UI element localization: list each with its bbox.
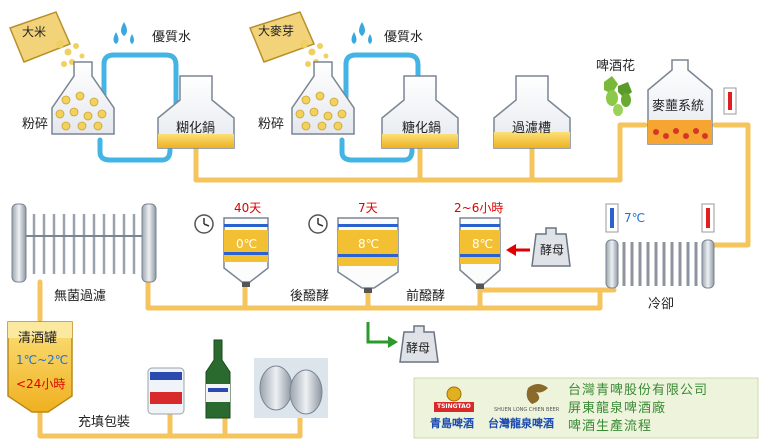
water-drops-icon: [351, 22, 372, 44]
post-days-label: 40天: [234, 201, 262, 215]
sugar-pot: [381, 75, 459, 149]
arrow-icon: [366, 322, 398, 348]
post-ferment-tank-2: [337, 217, 399, 293]
pitch-temp-label: 8℃: [472, 237, 494, 251]
clock-icon: [194, 214, 214, 234]
company-name: 台灣青啤股份有限公司: [568, 383, 709, 398]
hops-icon: [604, 76, 632, 116]
beer-bottle-icon: [205, 339, 231, 419]
post-ferment-tank-1: [223, 217, 269, 287]
filter-tank: [493, 75, 571, 149]
boiler: [647, 59, 713, 145]
water-label-2: 優質水: [384, 30, 424, 45]
sugar-pot-label: 糖化鍋: [402, 121, 442, 136]
grind-label-1: 粉碎: [22, 117, 49, 132]
factory-name: 屏東龍泉啤酒廠: [568, 401, 667, 416]
bright-tank: [7, 321, 73, 413]
grain-sack-icon: [248, 11, 329, 67]
pre-ferment-tank: [459, 217, 501, 289]
weight-icon: [531, 227, 571, 267]
mash-pot-label: 糊化鍋: [176, 121, 216, 136]
mash-pot: [157, 75, 235, 149]
cool-temp-label: 7℃: [624, 211, 646, 225]
sterile-filter: [11, 203, 157, 283]
rice-label: 大米: [22, 25, 47, 39]
post-temp-label: 0℃: [236, 237, 258, 251]
keg-icon: [254, 358, 328, 418]
grinder-2: [291, 61, 355, 135]
clock-icon: [308, 214, 328, 234]
thermometer-icon: [605, 203, 619, 233]
dragon-logo-text: SHUEN LONG CHIEN BEER: [494, 407, 560, 413]
thermometer-icon: [701, 203, 715, 233]
cooling-label: 冷卻: [648, 297, 675, 312]
dragon-logo-name: 台灣龍泉啤酒: [488, 417, 554, 430]
pre-hours-label: 2~6小時: [454, 201, 504, 215]
yeast-in-label: 酵母: [540, 243, 565, 257]
water-label-1: 優質水: [152, 30, 192, 45]
boil-system-label: 麥蘁系統: [652, 99, 705, 114]
hops-label: 啤酒花: [596, 59, 636, 74]
grinder-1: [51, 61, 115, 135]
bright-temp-label: 1℃~2℃: [16, 353, 69, 367]
grain-sack-icon: [9, 11, 85, 67]
process-title: 啤酒生產流程: [568, 419, 653, 434]
thermometer-icon: [723, 87, 737, 115]
weight-icon: [399, 325, 439, 363]
bright-time-label: <24小時: [16, 377, 66, 391]
filter-tank-label: 過濾槽: [512, 121, 552, 136]
water-pipes: [97, 52, 421, 163]
packaging-label: 充填包裝: [78, 415, 131, 430]
water-drops-icon: [113, 22, 134, 44]
tsingtao-logo: [434, 386, 474, 412]
barley-label: 大麥芽: [258, 24, 295, 38]
cooler: [605, 239, 715, 289]
pre-ferment-label: 前醱酵: [406, 289, 446, 304]
post-ferment-label: 後醱酵: [290, 289, 330, 304]
grind-label-2: 粉碎: [258, 117, 285, 132]
tsingtao-logo-text: TSINGTAO: [437, 403, 471, 410]
beer-can-icon: [147, 367, 185, 415]
pre-temp-label: 8℃: [358, 237, 380, 251]
yeast-out-label: 酵母: [406, 341, 431, 355]
arrow-icon: [506, 244, 530, 256]
sterile-filter-label: 無菌過濾: [54, 289, 107, 304]
bright-tank-label: 清酒罐: [18, 331, 58, 346]
dragon-logo: [526, 384, 548, 404]
pre-days-label: 7天: [358, 201, 378, 215]
tsingtao-logo-name: 青島啤酒: [430, 417, 474, 430]
